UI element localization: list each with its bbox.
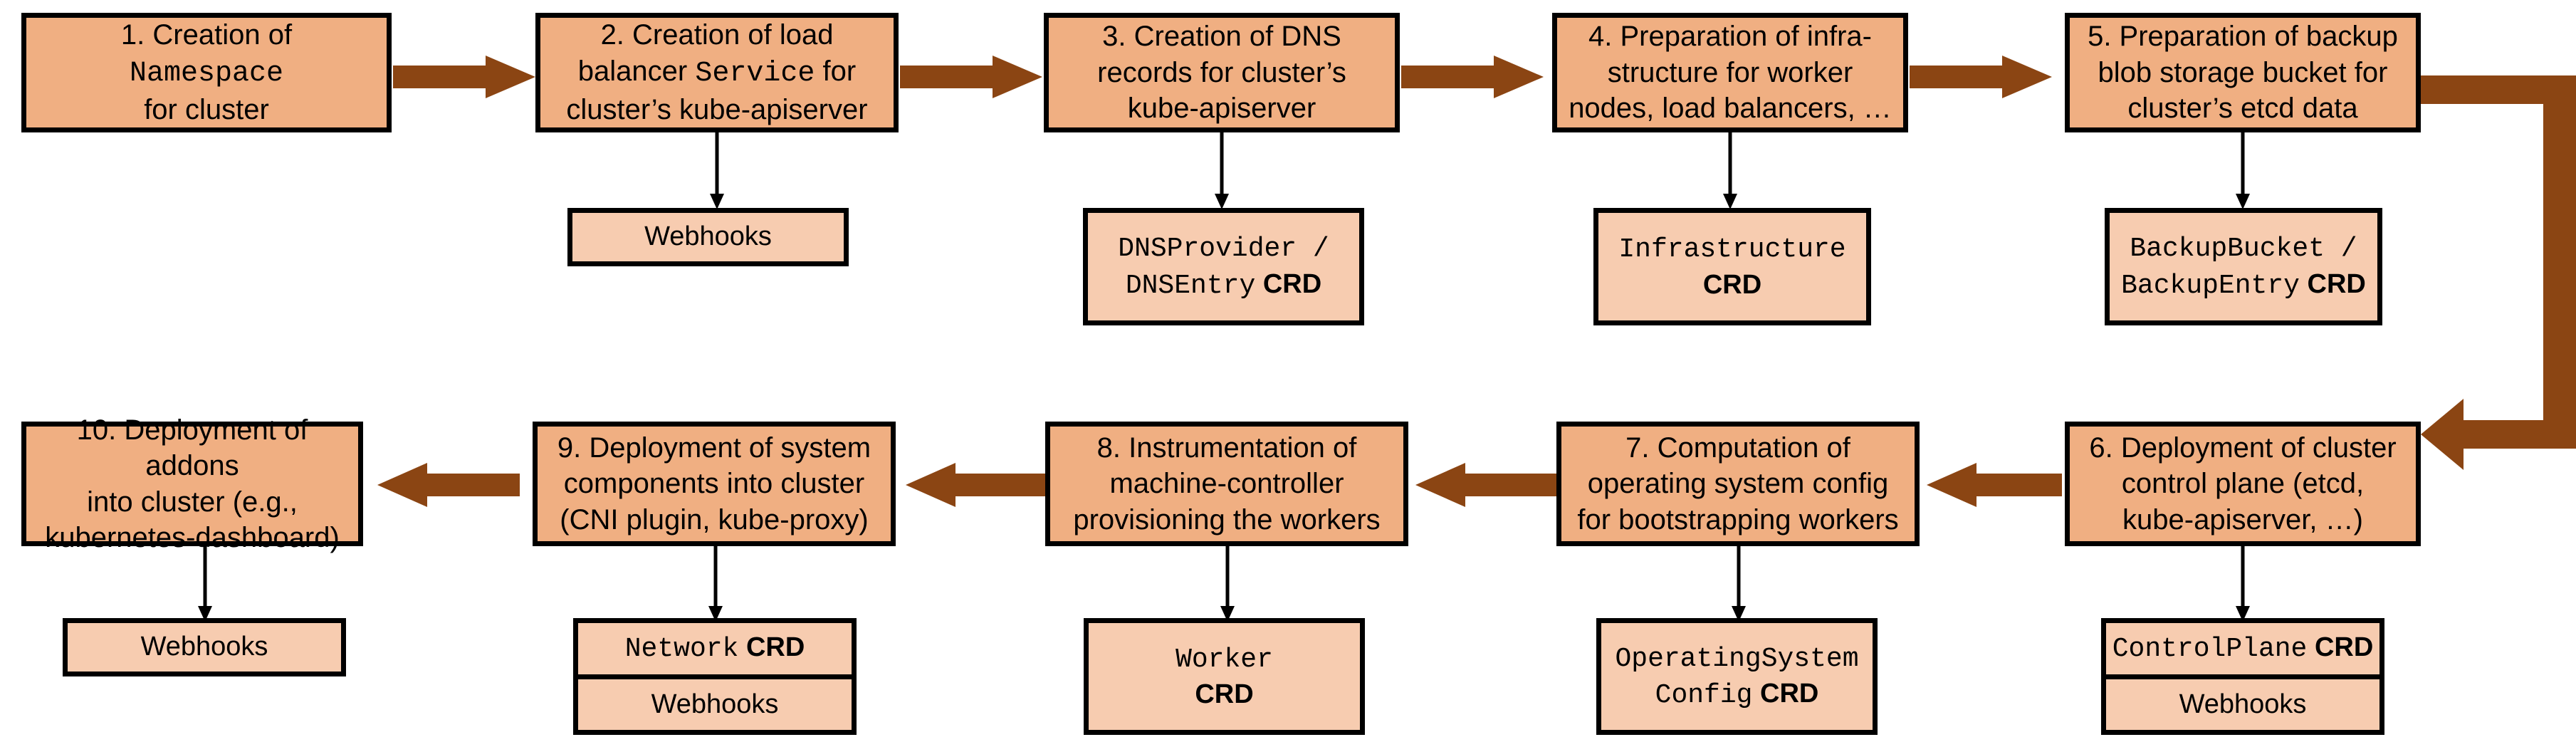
artifact-label: Webhooks: [644, 221, 772, 252]
arrow-step3-to-step4: [1401, 56, 1544, 98]
connector-step3-to-crd: [1213, 132, 1230, 211]
artifact-label: DNSProvider / DNSEntry CRD: [1118, 234, 1329, 301]
artifact-label: OperatingSystem Config CRD: [1615, 643, 1859, 711]
step-box-6[interactable]: 6. Deployment of cluster control plane (…: [2065, 422, 2421, 546]
artifact-step10-webhooks[interactable]: Webhooks: [63, 618, 346, 676]
connector-step6-to-artifacts: [2234, 546, 2251, 623]
arrow-step7-to-step8: [1415, 463, 1558, 507]
artifact-label: ControlPlane CRD: [2112, 632, 2374, 665]
artifact-step6-controlplane-crd[interactable]: ControlPlane CRD: [2106, 623, 2379, 679]
connector-step5-to-crd: [2234, 132, 2251, 211]
step-6-label: 6. Deployment of cluster control plane (…: [2089, 432, 2397, 535]
step-9-label: 9. Deployment of system components into …: [557, 432, 871, 535]
step-box-9[interactable]: 9. Deployment of system components into …: [533, 422, 896, 546]
arrow-step8-to-step9: [906, 463, 1048, 507]
artifact-step6-webhooks[interactable]: Webhooks: [2106, 679, 2379, 730]
connector-step8-to-crd: [1219, 546, 1236, 623]
artifact-step9-network-stack[interactable]: Network CRD Webhooks: [573, 618, 857, 735]
artifact-step3-dns-crd[interactable]: DNSProvider / DNSEntry CRD: [1083, 208, 1364, 325]
step-box-1[interactable]: 1. Creation of Namespace for cluster: [21, 13, 392, 132]
artifact-step7-osc-crd[interactable]: OperatingSystem Config CRD: [1596, 618, 1878, 735]
arrow-step9-to-step10: [377, 463, 520, 507]
arrow-step6-to-step7: [1927, 463, 2062, 507]
connector-step10-to-webhooks: [197, 546, 214, 623]
artifact-step9-webhooks[interactable]: Webhooks: [578, 679, 852, 730]
arrow-step1-to-step2: [393, 56, 535, 98]
step-box-4[interactable]: 4. Preparation of infra- structure for w…: [1552, 13, 1908, 132]
artifact-label: Webhooks: [2179, 689, 2307, 719]
artifact-step9-network-crd[interactable]: Network CRD: [578, 623, 852, 679]
step-8-label: 8. Instrumentation of machine-controller…: [1073, 432, 1381, 535]
step-2-label: 2. Creation of load balancer Service for…: [566, 19, 868, 126]
step-3-label: 3. Creation of DNS records for cluster’s…: [1097, 21, 1346, 125]
step-4-label: 4. Preparation of infra- structure for w…: [1569, 21, 1892, 125]
connector-step7-to-crd: [1730, 546, 1747, 623]
step-5-label: 5. Preparation of backup blob storage bu…: [2088, 21, 2398, 125]
arrow-step5-to-step6-wraparound: [2421, 50, 2576, 506]
connector-step4-to-crd: [1722, 132, 1739, 211]
step-7-label: 7. Computation of operating system confi…: [1577, 432, 1899, 535]
artifact-label: Webhooks: [651, 689, 779, 719]
step-1-label: 1. Creation of Namespace for cluster: [120, 19, 293, 126]
step-box-8[interactable]: 8. Instrumentation of machine-controller…: [1045, 422, 1408, 546]
artifact-label: Webhooks: [140, 632, 268, 662]
step-box-3[interactable]: 3. Creation of DNS records for cluster’s…: [1044, 13, 1400, 132]
step-box-2[interactable]: 2. Creation of load balancer Service for…: [535, 13, 899, 132]
step-10-label: 10. Deployment of addons into cluster (e…: [45, 414, 340, 553]
artifact-step2-webhooks[interactable]: Webhooks: [567, 208, 849, 266]
artifact-step8-worker-crd[interactable]: Worker CRD: [1084, 618, 1365, 735]
arrow-step2-to-step3: [900, 56, 1042, 98]
artifact-step6-controlplane-stack[interactable]: ControlPlane CRD Webhooks: [2101, 618, 2384, 735]
step-box-7[interactable]: 7. Computation of operating system confi…: [1556, 422, 1920, 546]
artifact-label: Infrastructure CRD: [1618, 234, 1846, 300]
step-box-5[interactable]: 5. Preparation of backup blob storage bu…: [2065, 13, 2421, 132]
step-box-10[interactable]: 10. Deployment of addons into cluster (e…: [21, 414, 363, 553]
arrow-step4-to-step5: [1910, 56, 2052, 98]
artifact-label: Network CRD: [624, 632, 805, 665]
artifact-label: BackupBucket / BackupEntry CRD: [2121, 234, 2366, 301]
connector-step9-to-artifacts: [707, 546, 724, 623]
connector-step2-to-webhooks: [708, 132, 726, 211]
artifact-label: Worker CRD: [1176, 644, 1273, 709]
artifact-step4-infrastructure-crd[interactable]: Infrastructure CRD: [1593, 208, 1871, 325]
artifact-step5-backup-crd[interactable]: BackupBucket / BackupEntry CRD: [2105, 208, 2382, 325]
